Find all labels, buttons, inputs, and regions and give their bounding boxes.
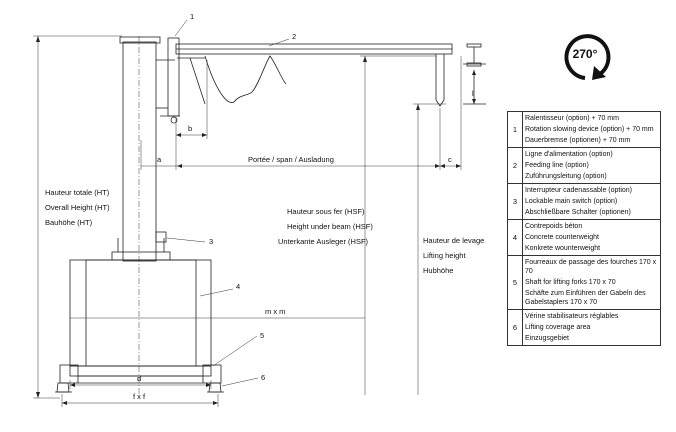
column-top-cap xyxy=(119,36,161,44)
dim-mxm-label: m x m xyxy=(265,307,285,316)
stabilizer-foot-left xyxy=(56,382,70,393)
callout-1: 1 xyxy=(190,12,194,21)
fork-shaft-left xyxy=(59,364,79,384)
height-under-beam-fr: Hauteur sous fer (HSF) xyxy=(287,207,365,216)
total-height-en: Overall Height (HT) xyxy=(45,203,110,212)
legend-description: Ralentisseur (option) + 70 mm Rotation sl… xyxy=(522,111,661,148)
pivot-head xyxy=(167,37,180,117)
legend-line: Lockable main switch (option) xyxy=(525,198,618,205)
legend-line: Lifting coverage area xyxy=(525,324,591,331)
legend-number: 2 xyxy=(507,147,523,184)
callout-5: 5 xyxy=(260,331,264,340)
rotation-270-icon: 270° xyxy=(564,34,611,80)
legend-number: 5 xyxy=(507,255,523,310)
height-under-beam-en: Height under beam (HSF) xyxy=(287,222,373,231)
callout-4: 4 xyxy=(236,282,240,291)
dim-c-label: c xyxy=(448,155,452,164)
switch-box xyxy=(155,231,167,243)
legend-number: 3 xyxy=(507,183,523,220)
legend-line: Contrepoids béton xyxy=(525,223,583,230)
legend-line: Ligne d'alimentation (option) xyxy=(525,151,613,158)
legend-line: Ralentisseur (option) + 70 mm xyxy=(525,115,619,122)
legend-number: 6 xyxy=(507,309,523,346)
legend-line: Abschließbare Schalter (optionen) xyxy=(525,209,631,216)
legend-line: Schäfte zum Einführen der Gabeln des Gab… xyxy=(525,290,646,306)
callout-6: 6 xyxy=(261,373,265,382)
legend-line: Feeding line (option) xyxy=(525,162,589,169)
height-under-beam-de: Unterkante Ausleger (HSF) xyxy=(278,237,369,246)
legend-description: Ligne d'alimentation (option) Feeding lin… xyxy=(522,147,661,184)
legend-line: Shaft for lifting forks 170 x 70 xyxy=(525,279,616,286)
lifting-height-fr: Hauteur de levage xyxy=(423,236,484,245)
legend-line: Interrupteur cadenassable (option) xyxy=(525,187,633,194)
counterweight xyxy=(69,259,212,367)
dim-l-label: l xyxy=(472,89,474,98)
dim-fxf-label: f x f xyxy=(133,392,146,401)
dim-a-label: a xyxy=(157,155,162,164)
fork-shaft-right xyxy=(202,364,222,384)
total-height-fr: Hauteur totale (HT) xyxy=(45,188,110,197)
legend-line: Fourreaux de passage des fourches 170 x … xyxy=(525,259,657,275)
lifting-height-de: Hubhöhe xyxy=(423,266,453,275)
legend-description: Fourreaux de passage des fourches 170 x … xyxy=(522,255,661,310)
legend-line: Konkrete wounterweight xyxy=(525,245,601,252)
legend-line: Rotation slowing device (option) + 70 mm xyxy=(525,126,654,133)
legend-number: 4 xyxy=(507,219,523,256)
base-flange xyxy=(111,251,171,261)
legend-line: Concrete counterweight xyxy=(525,234,599,241)
beam-section-icon xyxy=(466,43,482,67)
total-height-de: Bauhöhe (HT) xyxy=(45,218,93,227)
dim-d-label: d xyxy=(137,374,141,383)
feeding-line xyxy=(204,55,287,103)
legend-line: Zuführungsleitung (option) xyxy=(525,173,607,180)
lifting-height-en: Lifting height xyxy=(423,251,466,260)
dim-b-label: b xyxy=(188,124,192,133)
span-label: Portée / span / Ausladung xyxy=(248,155,334,164)
legend-number: 1 xyxy=(507,111,523,148)
legend-line: Dauerbremse (optionen) + 70 mm xyxy=(525,137,631,144)
legend-line: Vérine stabilisateurs réglables xyxy=(525,313,619,320)
callout-2: 2 xyxy=(292,32,296,41)
legend-line: Einzugsgebiet xyxy=(525,335,569,342)
rotation-label: 270° xyxy=(573,47,598,61)
column xyxy=(122,41,157,262)
legend-description: Interrupteur cadenassable (option) Lockab… xyxy=(522,183,661,220)
callout-3: 3 xyxy=(209,237,213,246)
